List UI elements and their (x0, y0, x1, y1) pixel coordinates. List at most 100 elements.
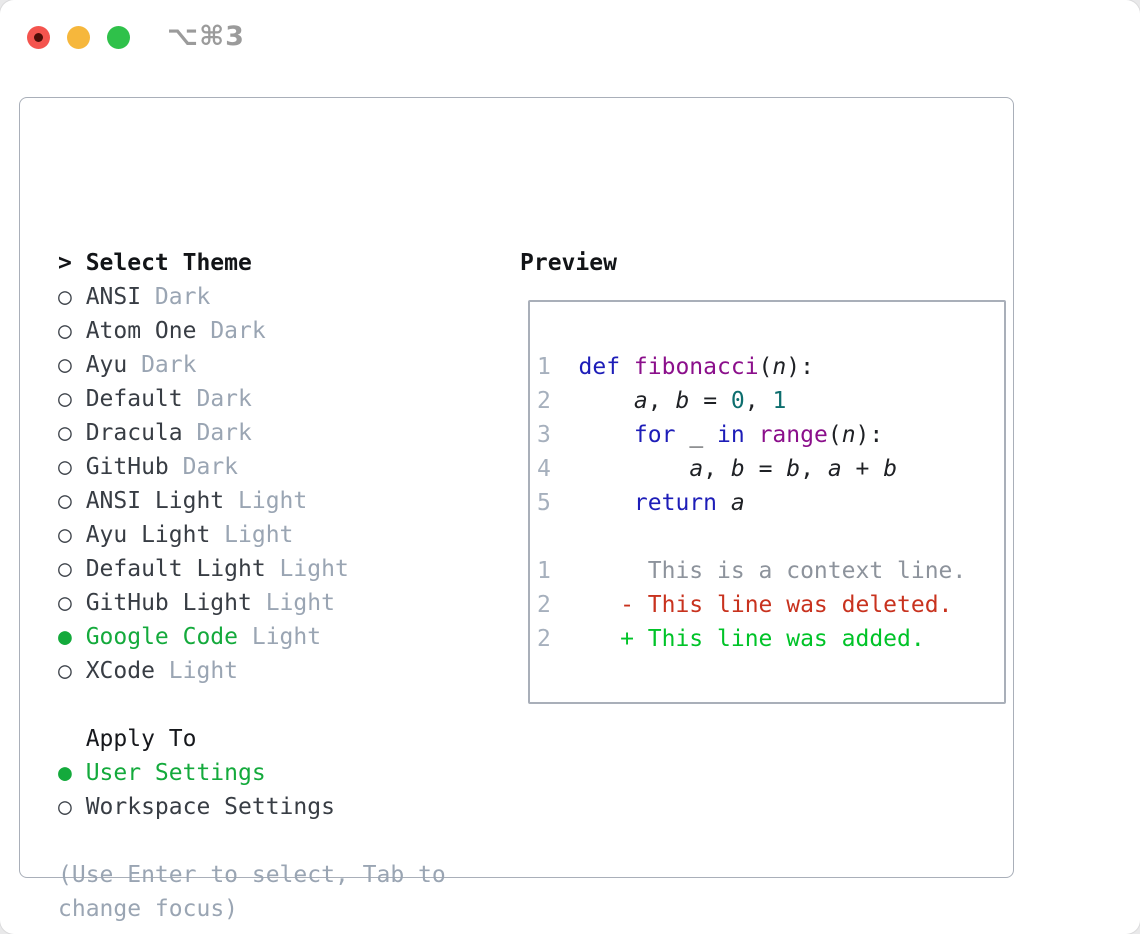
code-segment: This is a context line. (578, 558, 967, 584)
code-segment: , (800, 456, 828, 482)
code-line: 2 a, b = 0, 1 (537, 384, 996, 418)
apply-option-workspace-settings[interactable]: ○Workspace Settings (58, 790, 446, 824)
apply-to-header: Apply To (58, 722, 446, 756)
spacer-row (58, 824, 446, 858)
code-segment: def (578, 354, 634, 380)
theme-option-ansi-light[interactable]: ○ANSI Light Light (58, 484, 446, 518)
theme-option-google-code[interactable]: ●Google Code Light (58, 620, 446, 654)
code-segment: = (744, 456, 787, 482)
apply-option-user-settings[interactable]: ●User Settings (58, 756, 446, 790)
spacer-row (58, 688, 446, 722)
radio-icon: ○ (58, 318, 72, 344)
radio-icon: ○ (58, 352, 72, 378)
line-number: 5 (537, 490, 551, 516)
line-number: 2 (537, 388, 551, 414)
theme-option-ayu[interactable]: ○ Ayu Dark (58, 348, 446, 382)
radio-icon: ○ (58, 522, 72, 548)
theme-name: Dracula (85, 420, 183, 446)
radio-icon: ○ (58, 488, 72, 514)
theme-variant: Dark (182, 420, 252, 446)
code-segment: , (703, 456, 731, 482)
code-segment: 1 (772, 388, 787, 414)
theme-option-github[interactable]: ○ GitHub Dark (58, 450, 446, 484)
theme-name: Ayu (85, 352, 128, 378)
theme-variant: Light (210, 522, 294, 548)
help-text: (Use Enter to select, Tab to change focus… (58, 858, 446, 926)
code-segment (579, 490, 634, 516)
code-segment: , (647, 388, 676, 414)
theme-name: Atom One (85, 318, 197, 344)
code-segment (579, 388, 634, 414)
code-line: 2 - This line was deleted. (537, 588, 996, 622)
radio-icon: ○ (58, 454, 72, 480)
code-segment (579, 456, 690, 482)
theme-variant: Dark (127, 352, 197, 378)
code-segment: n (841, 422, 856, 448)
code-segment: , (744, 388, 773, 414)
theme-list: ○ANSI Dark○Atom One Dark○Ayu Dark○Defaul… (58, 280, 446, 688)
code-segment: in (717, 422, 745, 448)
line-number: 3 (537, 422, 551, 448)
preview-title: Preview (520, 250, 617, 276)
theme-option-default-light[interactable]: ○Default Light Light (58, 552, 446, 586)
code-segment: return (633, 490, 718, 516)
selected-radio-icon: ● (58, 760, 72, 786)
help-line: change focus) (58, 896, 239, 922)
theme-selector-column: >Select Theme ○ANSI Dark○Atom One Dark○A… (58, 246, 446, 926)
code-line: 1 This is a context line. (537, 554, 996, 588)
select-theme-header: >Select Theme (58, 246, 446, 280)
theme-option-dracula[interactable]: ○Dracula Dark (58, 416, 446, 450)
theme-variant: Dark (168, 454, 239, 480)
radio-icon: ○ (58, 284, 72, 310)
titlebar: ⌥⌘3 (0, 0, 1140, 75)
theme-name: GitHub (85, 454, 169, 480)
code-segment: a (689, 456, 704, 482)
code-segment: _ (675, 422, 718, 448)
theme-option-default[interactable]: ○Default Dark (58, 382, 446, 416)
code-segment (745, 422, 759, 448)
code-segment: b (786, 456, 801, 482)
help-line: (Use Enter to select, Tab to (58, 862, 446, 888)
code-segment (579, 422, 634, 448)
line-number: 1 (537, 558, 551, 584)
apply-to-title: Apply To (85, 726, 197, 752)
theme-option-github-light[interactable]: ○GitHub Light Light (58, 586, 446, 620)
zoom-button[interactable] (107, 26, 130, 49)
theme-name: Default Light (85, 556, 266, 582)
code-line: 3 for _ in range(n): (537, 418, 996, 452)
theme-variant: Dark (141, 284, 211, 310)
code-segment: b (883, 456, 898, 482)
close-button[interactable] (27, 26, 50, 49)
code-segment: + This line was added. (578, 626, 925, 652)
theme-option-xcode[interactable]: ○XCode Light (58, 654, 446, 688)
theme-name: ANSI Light (85, 488, 225, 514)
radio-icon: ○ (58, 658, 72, 684)
code-segment: + (841, 456, 884, 482)
apply-option-label: Workspace Settings (85, 794, 335, 820)
code-line (537, 520, 996, 554)
code-segment: ): (855, 422, 884, 448)
code-segment: for (633, 422, 676, 448)
line-number: 4 (537, 456, 551, 482)
code-segment: ( (758, 354, 773, 380)
theme-variant: Light (238, 624, 322, 650)
theme-option-ansi[interactable]: ○ANSI Dark (58, 280, 446, 314)
theme-variant: Light (251, 590, 335, 616)
select-theme-title: Select Theme (85, 250, 252, 276)
theme-option-atom-one[interactable]: ○ Atom One Dark (58, 314, 446, 348)
theme-option-ayu-light[interactable]: ○ Ayu Light Light (58, 518, 446, 552)
theme-variant: Dark (196, 318, 266, 344)
radio-icon: ○ (58, 556, 72, 582)
code-segment: ( (827, 422, 842, 448)
code-segment: = (689, 388, 731, 414)
theme-variant: Light (154, 658, 239, 684)
minimize-button[interactable] (67, 26, 90, 49)
code-segment: fibonacci (633, 354, 759, 380)
radio-icon: ○ (58, 590, 72, 616)
line-number: 2 (537, 626, 551, 652)
apply-to-list: ●User Settings○Workspace Settings (58, 756, 446, 824)
theme-name: Ayu Light (85, 522, 211, 548)
theme-name: Google Code (85, 624, 239, 650)
